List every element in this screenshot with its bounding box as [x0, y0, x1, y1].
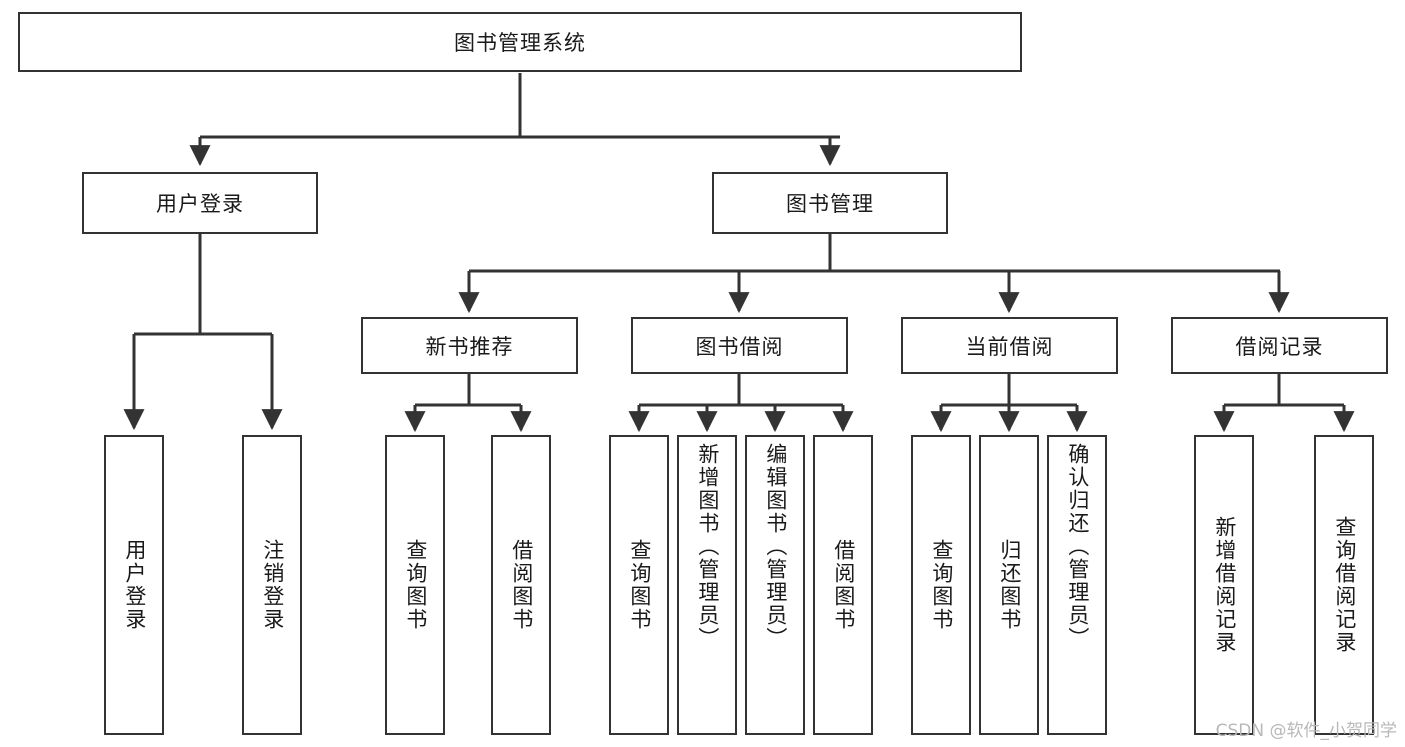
node-label: 图书管理	[786, 192, 874, 216]
leaf-label: 用户登录	[122, 539, 147, 631]
leaf-current-borrow-confirm-return-admin[interactable]: 确认归还（管理员）	[1047, 435, 1107, 735]
leaf-book-borrow-query-book[interactable]: 查询图书	[609, 435, 669, 735]
leaf-current-borrow-return-book[interactable]: 归还图书	[979, 435, 1039, 735]
node-book-management[interactable]: 图书管理	[712, 172, 948, 234]
node-label: 图书管理系统	[454, 31, 586, 55]
leaf-book-borrow-borrow-book[interactable]: 借阅图书	[813, 435, 873, 735]
node-label: 图书借阅	[695, 334, 784, 359]
leaf-user-login-login[interactable]: 用户登录	[104, 435, 164, 735]
leaf-label: 查询图书	[403, 539, 428, 631]
leaf-label: 查询图书	[929, 539, 954, 631]
node-user-login[interactable]: 用户登录	[82, 172, 318, 234]
leaf-book-borrow-edit-book-admin[interactable]: 编辑图书（管理员）	[745, 435, 805, 735]
leaf-label: 借阅图书	[831, 539, 856, 631]
leaf-borrow-record-query-record[interactable]: 查询借阅记录	[1314, 435, 1374, 735]
leaf-borrow-record-add-record[interactable]: 新增借阅记录	[1194, 435, 1254, 735]
node-label: 用户登录	[156, 192, 244, 216]
leaf-label: 注销登录	[260, 539, 285, 631]
leaf-label: 查询借阅记录	[1332, 516, 1357, 654]
leaf-new-book-query-book[interactable]: 查询图书	[385, 435, 445, 735]
leaf-user-login-logout[interactable]: 注销登录	[242, 435, 302, 735]
leaf-label: 借阅图书	[509, 539, 534, 631]
leaf-new-book-borrow-book[interactable]: 借阅图书	[491, 435, 551, 735]
leaf-label: 查询图书	[627, 539, 652, 631]
leaf-label: 新增图书（管理员）	[695, 443, 720, 650]
watermark-text: CSDN @软件_小贺同学	[1215, 721, 1397, 741]
leaf-label: 确认归还（管理员）	[1065, 443, 1090, 650]
node-label: 当前借阅	[965, 334, 1054, 359]
leaf-label: 编辑图书（管理员）	[763, 443, 788, 650]
node-borrow-record[interactable]: 借阅记录	[1171, 317, 1388, 374]
leaf-book-borrow-add-book-admin[interactable]: 新增图书（管理员）	[677, 435, 737, 735]
node-label: 新书推荐	[425, 334, 514, 359]
node-label: 借阅记录	[1235, 334, 1324, 359]
leaf-label: 归还图书	[997, 539, 1022, 631]
leaf-label: 新增借阅记录	[1212, 516, 1237, 654]
node-root-book-management-system[interactable]: 图书管理系统	[18, 12, 1022, 72]
node-new-book-recommend[interactable]: 新书推荐	[361, 317, 578, 374]
leaf-current-borrow-query-book[interactable]: 查询图书	[911, 435, 971, 735]
node-book-borrow[interactable]: 图书借阅	[631, 317, 848, 374]
node-current-borrow[interactable]: 当前借阅	[901, 317, 1118, 374]
